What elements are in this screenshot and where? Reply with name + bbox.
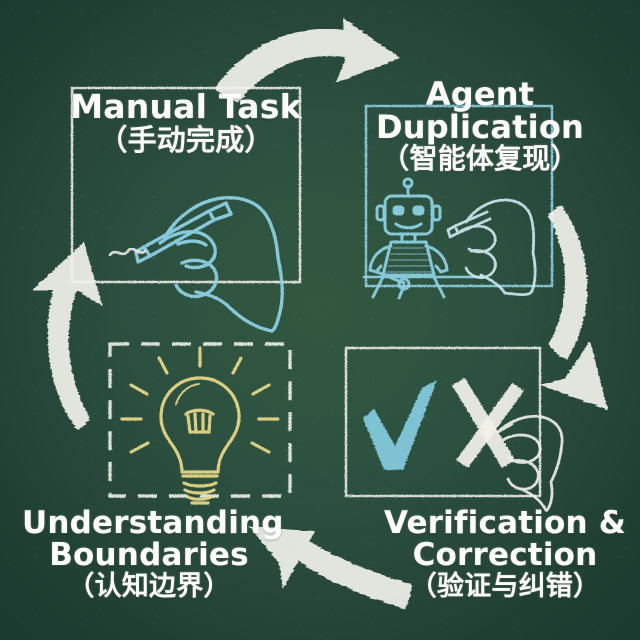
understanding-frame [108,342,292,498]
checkmark-icon [363,380,437,470]
robot-and-hand-at-desk-icon [362,177,488,300]
arrow-right-agent-to-verification [540,206,608,410]
hand-holding-chalk-icon [496,414,564,512]
agent-duplication-frame [364,104,554,288]
hand-writing-with-pen-icon [134,195,284,333]
agent-hand-with-pen-icon [446,198,537,297]
lightbulb-icon [120,346,280,505]
manual-task-frame [70,86,302,284]
verification-frame [344,346,542,498]
arrow-top-manual-to-agent [215,18,400,103]
arrow-bottom-verification-to-understanding [249,526,412,609]
chalk-squiggle [108,247,147,257]
cross-icon [452,378,524,468]
arrow-left-understanding-to-manual [32,242,102,430]
